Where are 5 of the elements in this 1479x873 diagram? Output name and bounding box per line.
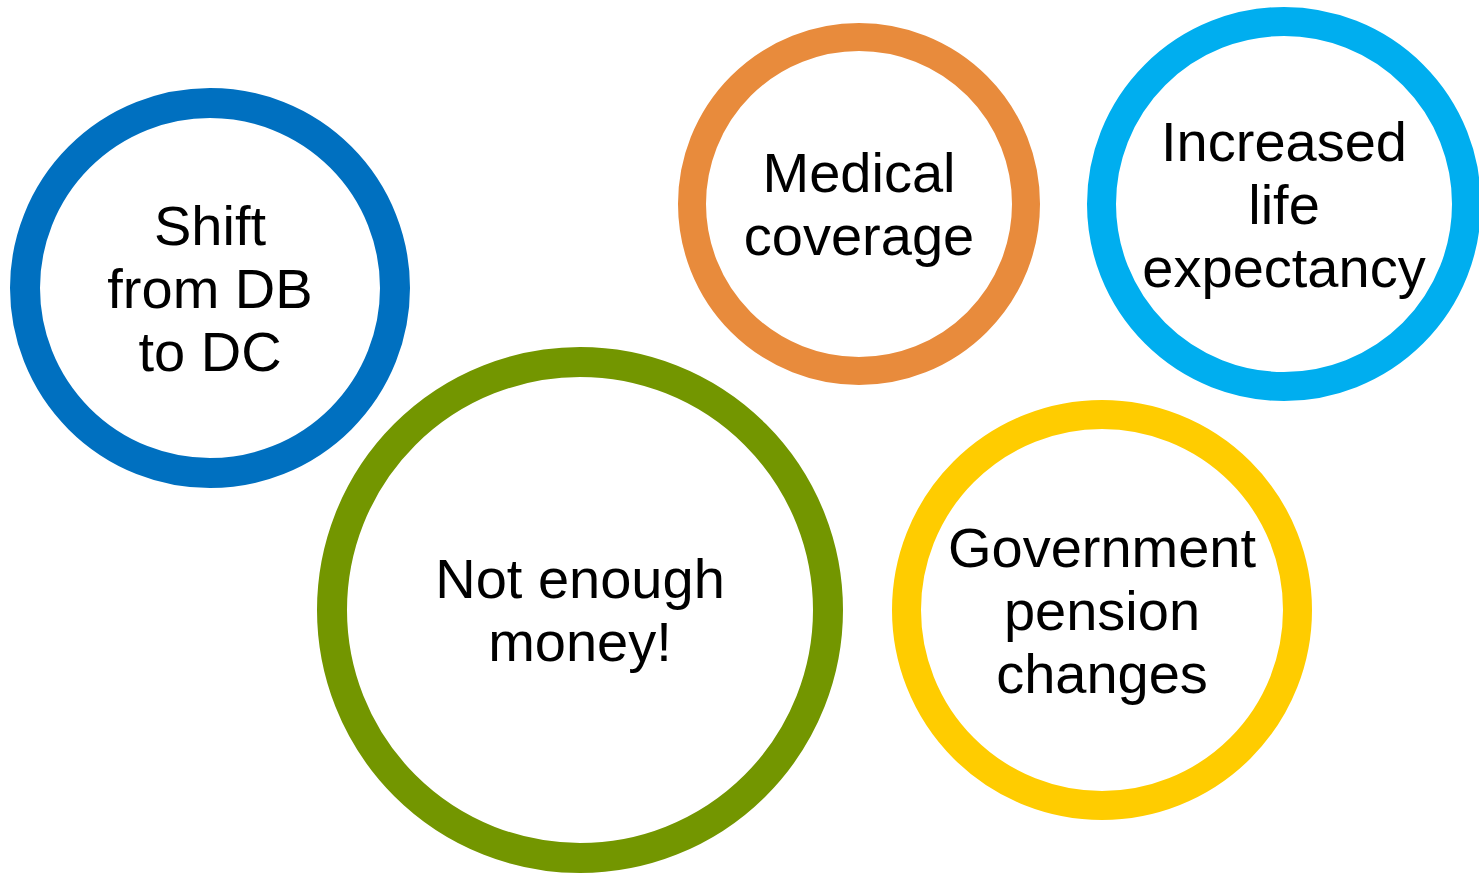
circle-label: Increased life expectancy — [1141, 109, 1427, 299]
circle-label: Shift from DB to DC — [106, 193, 314, 383]
circle-label: Medical coverage — [742, 141, 976, 267]
circle-label: Government pension changes — [946, 515, 1258, 705]
circle-label: Not enough money! — [434, 547, 726, 673]
